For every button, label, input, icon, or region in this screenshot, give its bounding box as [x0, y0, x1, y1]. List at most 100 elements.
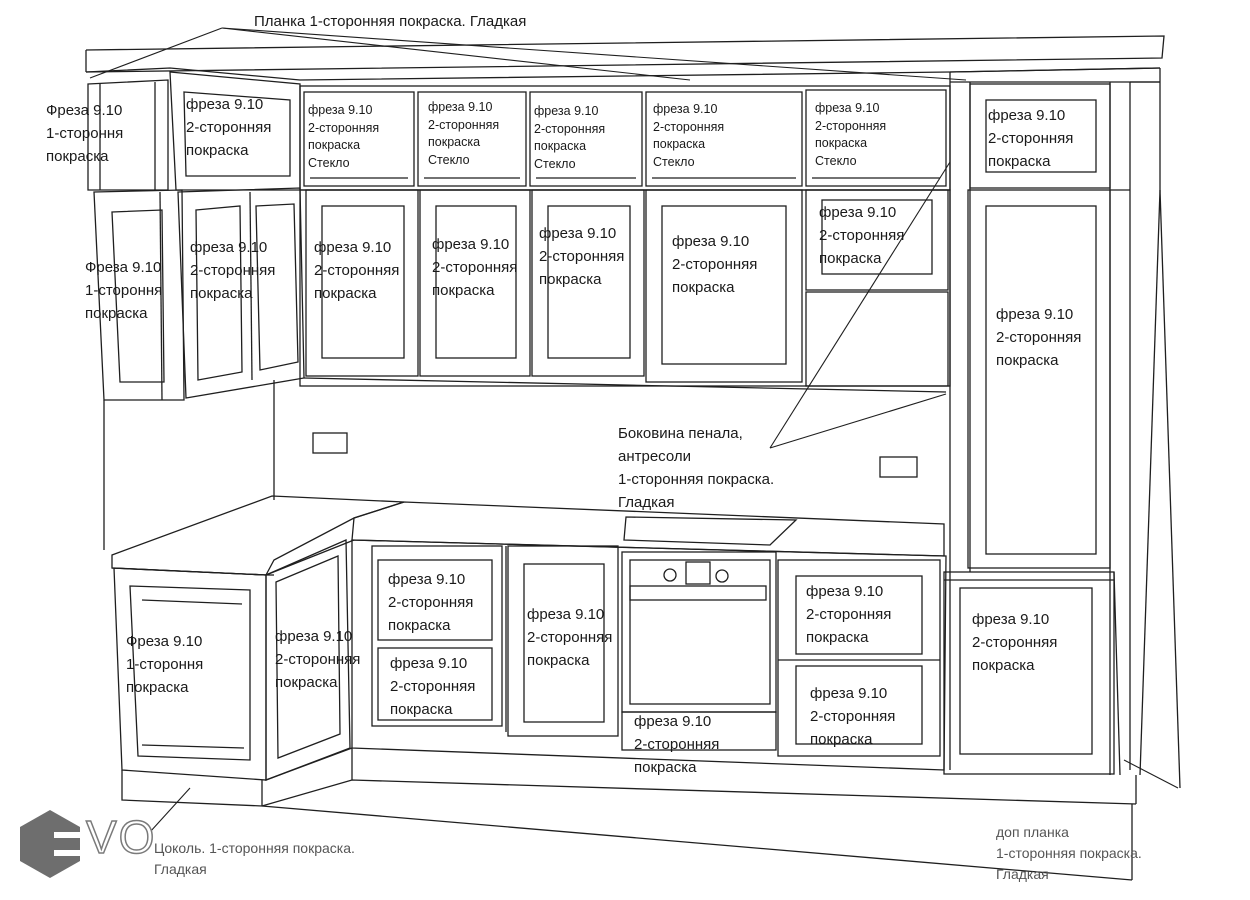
label-line: покраска	[126, 679, 189, 696]
label-line: фреза 9.10	[819, 204, 897, 221]
label-line: 2-сторонняя	[428, 117, 500, 132]
label-line: 2-сторонняя	[988, 130, 1074, 147]
label-line: 2-сторонняя	[972, 634, 1058, 651]
label-line: фреза 9.10	[634, 713, 712, 730]
label-line: покраска	[388, 617, 451, 634]
label-line: Цоколь. 1-сторонняя покраска.	[154, 840, 355, 856]
label-line: фреза 9.10	[308, 103, 373, 117]
label-pencil-top: фреза 9.10 2-сторонняя покраска	[988, 104, 1073, 173]
label-line: Гладкая	[996, 866, 1049, 882]
label-line: фреза 9.10	[539, 225, 617, 242]
label-line: Стекло	[534, 156, 576, 171]
label-line: Стекло	[815, 153, 857, 168]
label-line: фреза 9.10	[314, 239, 392, 256]
label-line: покраска	[806, 629, 869, 646]
label-line: фреза 9.10	[972, 611, 1050, 628]
extra-plank	[261, 189, 1181, 881]
label-line: фреза 9.10	[432, 236, 510, 253]
label-top-plank: Планка 1-сторонняя покраска. Гладкая	[254, 10, 526, 33]
label-line: 2-сторонняя	[275, 651, 361, 668]
label-line: Боковина пенала,	[618, 425, 743, 442]
label-line: доп планка	[996, 824, 1069, 840]
label-line: Стекло	[653, 154, 695, 169]
label-line: покраска	[815, 136, 868, 150]
label-line: Планка 1-сторонняя покраска. Гладкая	[254, 13, 527, 30]
label-line: 2-сторонняя	[810, 708, 896, 725]
label-line: фреза 9.10	[428, 100, 493, 114]
label-line: фреза 9.10	[534, 104, 599, 118]
label-line: покраска	[186, 142, 249, 159]
label-line: покраска	[314, 285, 377, 302]
label-line: покраска	[996, 352, 1059, 369]
label-upper-door-4: фреза 9.10 2-сторонняя покраска	[672, 230, 757, 299]
label-line: фреза 9.10	[190, 239, 268, 256]
label-plinth: Цоколь. 1-сторонняя покраска.Гладкая	[154, 838, 355, 880]
label-line: фреза 9.10	[996, 306, 1074, 323]
label-line: фреза 9.10	[527, 606, 605, 623]
pencil-cabinet	[943, 68, 1161, 776]
label-pencil-mid: фреза 9.10 2-сторонняя покраска	[996, 303, 1081, 372]
label-line: 2-сторонняя	[308, 120, 380, 135]
label-line: 2-сторонняя	[815, 118, 887, 133]
upper-middle-row	[299, 189, 951, 387]
label-line: 1-стороння	[126, 656, 204, 673]
label-line: 2-сторонняя	[672, 256, 758, 273]
label-drawer-1: фреза 9.10 2-сторонняя покраска	[388, 568, 473, 637]
label-line: 2-сторонняя	[534, 121, 606, 136]
label-line: покраска	[534, 139, 587, 153]
label-line: фреза 9.10	[390, 655, 468, 672]
label-line: фреза 9.10	[275, 628, 353, 645]
label-line: покраска	[390, 701, 453, 718]
label-line: 2-сторонняя	[539, 248, 625, 265]
label-line: покраска	[85, 305, 148, 322]
label-upper-door-1: фреза 9.10 2-сторонняя покраска	[314, 236, 399, 305]
label-line: фреза 9.10	[806, 583, 884, 600]
label-line: покраска	[653, 137, 706, 151]
plinth	[121, 747, 1137, 807]
label-line: покраска	[527, 652, 590, 669]
leader-lines	[89, 27, 1179, 833]
logo-wordmark: VO	[85, 811, 157, 863]
label-line: покраска	[190, 285, 253, 302]
label-line: покраска	[672, 279, 735, 296]
label-line: 2-сторонняя	[996, 329, 1082, 346]
hexagon-logo-icon	[20, 810, 80, 878]
label-line: 1-сторонняя покраска.	[996, 845, 1142, 861]
backsplash	[103, 377, 947, 550]
upper-left-end-cabinet	[87, 79, 185, 401]
label-line: Фреза 9.10	[46, 102, 123, 119]
label-line: антресоли	[618, 448, 691, 465]
label-line: покраска	[539, 271, 602, 288]
label-line: фреза 9.10	[388, 571, 466, 588]
label-line: Гладкая	[618, 494, 675, 511]
upper-glass-row	[299, 85, 951, 191]
base-run	[351, 539, 947, 771]
label-line: покраска	[634, 759, 697, 776]
label-line: 1-стороння	[46, 125, 124, 142]
label-line: 1-стороння	[85, 282, 163, 299]
label-line: 2-сторонняя	[819, 227, 905, 244]
label-line: покраска	[308, 138, 361, 152]
top-plank	[85, 35, 1165, 83]
label-line: фреза 9.10	[988, 107, 1066, 124]
label-line: 2-сторонняя	[388, 594, 474, 611]
label-line: покраска	[432, 282, 495, 299]
label-line: 2-сторонняя	[314, 262, 400, 279]
label-line: фреза 9.10	[672, 233, 750, 250]
base-corner-cabinet	[265, 539, 351, 781]
label-line: 2-сторонняя	[186, 119, 272, 136]
label-line: Стекло	[308, 155, 350, 170]
label-line: покраска	[988, 153, 1051, 170]
